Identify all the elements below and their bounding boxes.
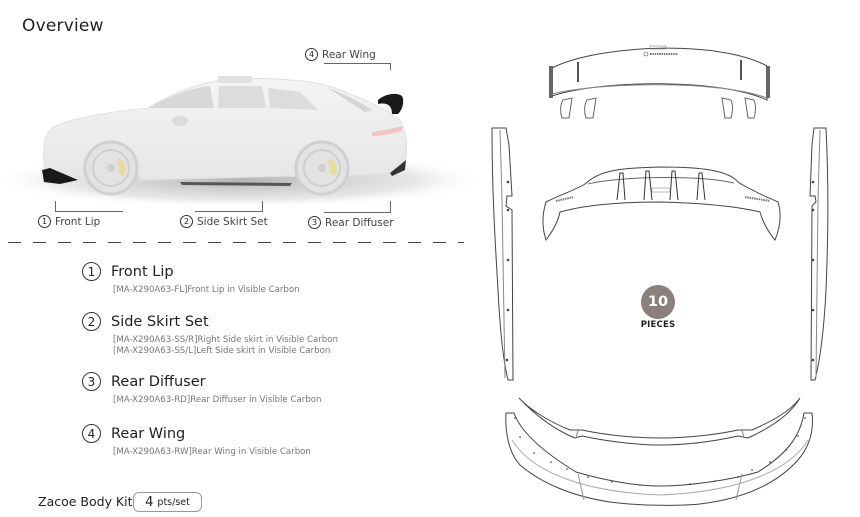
page-title: Overview (22, 16, 104, 36)
side-skirt-right-drawing (809, 127, 829, 381)
part-title: Side Skirt Set (111, 313, 209, 330)
callout-number: 1 (38, 215, 51, 228)
callout-rear-diffuser: 3 Rear Diffuser (308, 216, 394, 229)
kit-unit: pts/set (157, 496, 190, 508)
part-number: 4 (82, 424, 101, 443)
pieces-count-badge: 10 (641, 285, 675, 319)
callout-front-lip: 1 Front Lip (38, 215, 100, 228)
car-illustration (0, 76, 490, 208)
callout-line-rear-wing (324, 63, 391, 70)
part-description: [MA-X290A63-FL]Front Lip in Visible Carb… (113, 285, 300, 295)
rear-diffuser-drawing (542, 166, 781, 242)
callout-rear-wing: 4 Rear Wing (305, 48, 376, 61)
section-divider (8, 242, 464, 244)
part-description: [MA-X290A63-RW]Rear Wing in Visible Carb… (113, 447, 311, 457)
callout-label: Rear Wing (322, 48, 376, 61)
callout-number: 4 (305, 48, 318, 61)
callout-line-front-lip (55, 201, 123, 212)
part-title: Front Lip (111, 263, 174, 280)
part-title: Rear Wing (111, 425, 186, 442)
callout-label: Front Lip (55, 215, 101, 228)
kit-count: 4 (145, 494, 154, 510)
front-lip-upper-drawing (518, 397, 801, 446)
part-item-side-skirt: 2 Side Skirt Set [MA-X290A63-SS/R]Right … (82, 312, 338, 357)
part-description: [MA-X290A63-SS/L]Left Side skirt in Visi… (113, 346, 331, 356)
front-lip-lower-drawing (505, 412, 813, 506)
part-description: [MA-X290A63-RD]Rear Diffuser in Visible … (113, 395, 322, 405)
rear-wing-drawing (549, 45, 770, 119)
callout-line-rear-diffuser (324, 201, 391, 213)
part-description: [MA-X290A63-SS/R]Right Side skirt in Vis… (113, 335, 338, 345)
part-number: 1 (82, 262, 101, 281)
callout-side-skirt: 2 Side Skirt Set (180, 215, 268, 228)
callout-number: 2 (180, 215, 193, 228)
kit-count-badge: 4 pts/set (133, 492, 202, 512)
callout-number: 3 (308, 216, 321, 229)
part-title: Rear Diffuser (111, 373, 206, 390)
callout-label: Rear Diffuser (325, 216, 394, 229)
pieces-label: PIECES (640, 320, 676, 330)
part-number: 3 (82, 372, 101, 391)
part-number: 2 (82, 312, 101, 331)
callout-line-side-skirt (195, 201, 263, 212)
callout-label: Side Skirt Set (197, 215, 268, 228)
part-item-rear-diffuser: 3 Rear Diffuser [MA-X290A63-RD]Rear Diff… (82, 372, 321, 406)
part-item-rear-wing: 4 Rear Wing [MA-X290A63-RW]Rear Wing in … (82, 424, 311, 458)
side-skirt-left-drawing (491, 127, 514, 381)
kit-label: Zacoe Body Kit (38, 494, 133, 509)
part-item-front-lip: 1 Front Lip [MA-X290A63-FL]Front Lip in … (82, 262, 300, 296)
